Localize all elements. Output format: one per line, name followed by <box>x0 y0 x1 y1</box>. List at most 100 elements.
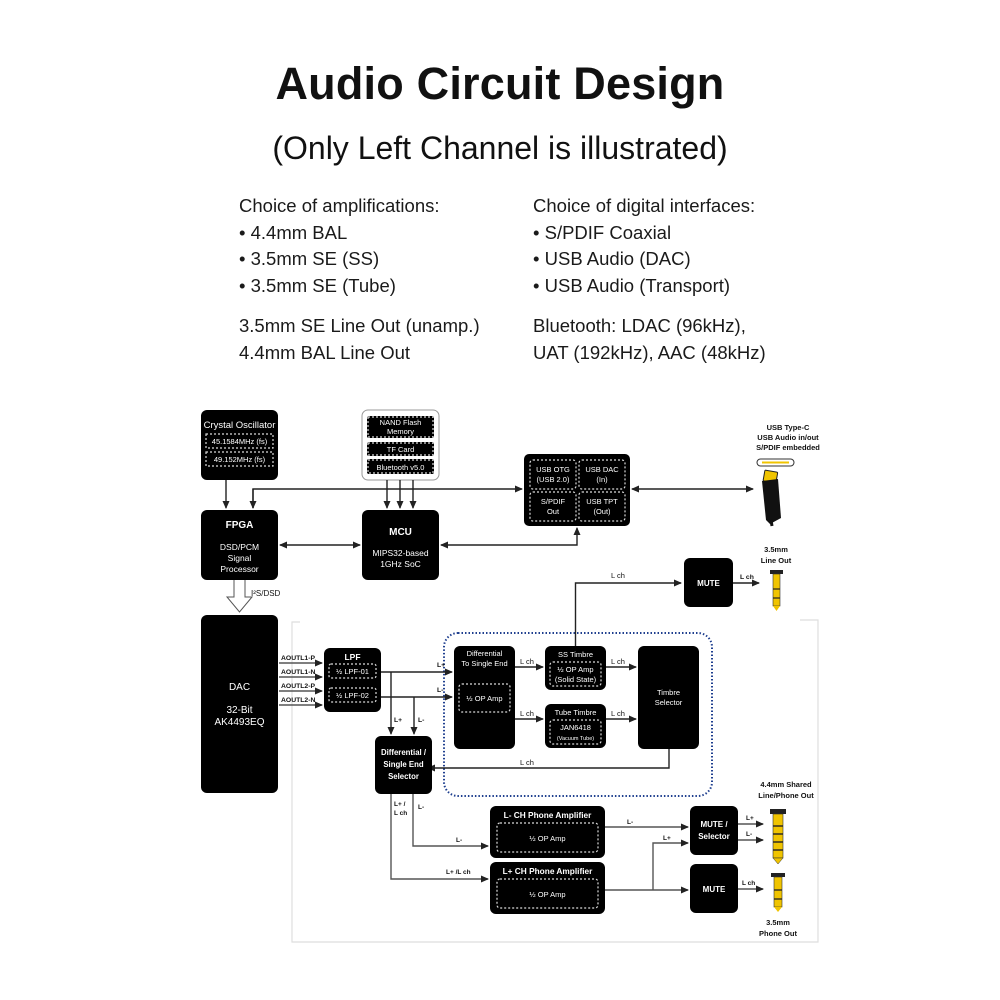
digital-interface-list: Choice of digital interfaces: • S/PDIF C… <box>533 193 766 366</box>
svg-text:DSD/PCM: DSD/PCM <box>220 542 259 552</box>
svg-text:MIPS32-based: MIPS32-based <box>372 548 428 558</box>
usb-tpt-label: USB TPT <box>586 497 618 506</box>
out-44-label: 4.4mm Shared <box>760 780 812 789</box>
svg-text:JAN6418: JAN6418 <box>560 723 591 732</box>
svg-text:L ch: L ch <box>740 574 754 581</box>
crystal-oscillator-block: Crystal Oscillator 45.1584MHz (fs) 49.15… <box>201 410 278 480</box>
page-title: Audio Circuit Design <box>275 58 725 109</box>
tf-card-label: TF Card <box>387 445 415 454</box>
usb-c-connector: USB Type-C USB Audio in/out S/PDIF embed… <box>756 423 820 527</box>
svg-text:L- CH Phone Amplifier: L- CH Phone Amplifier <box>504 810 593 820</box>
mute-phone-out-block: MUTE <box>690 864 738 913</box>
svg-text:L ch: L ch <box>611 709 625 718</box>
svg-text:AOUTL2-P: AOUTL2-P <box>281 683 315 690</box>
svg-text:Timbre: Timbre <box>657 688 680 697</box>
svg-text:L ch: L ch <box>611 571 625 580</box>
page-subtitle: (Only Left Channel is illustrated) <box>272 130 728 166</box>
mcu-title: MCU <box>389 527 412 538</box>
svg-text:AOUTL1-N: AOUTL1-N <box>281 669 315 676</box>
usb-otg-label: USB OTG <box>536 465 570 474</box>
svg-text:SS Timbre: SS Timbre <box>558 650 593 659</box>
svg-text:Line/Phone Out: Line/Phone Out <box>758 791 814 800</box>
svg-text:L ch: L ch <box>520 758 534 767</box>
svg-text:L-: L- <box>437 687 443 694</box>
svg-text:½ OP Amp: ½ OP Amp <box>557 665 593 674</box>
svg-text:Selector: Selector <box>698 832 730 841</box>
svg-text:Line Out: Line Out <box>761 556 792 565</box>
out-35-phone-label: 3.5mm <box>766 918 790 927</box>
svg-text:½ LPF-01: ½ LPF-01 <box>336 667 369 676</box>
tube-timbre-block: Tube Timbre JAN6418 (Vacuum Tube) <box>545 704 606 748</box>
svg-text:1GHz SoC: 1GHz SoC <box>380 559 421 569</box>
svg-text:AOUTL1-P: AOUTL1-P <box>281 655 315 662</box>
jack-44mm-balanced-icon <box>770 809 786 865</box>
dac-block: DAC 32-Bit AK4493EQ <box>201 615 278 793</box>
dac-title: DAC <box>229 682 250 693</box>
svg-text:S/PDIF embedded: S/PDIF embedded <box>756 443 820 452</box>
svg-text:½ LPF-02: ½ LPF-02 <box>336 691 369 700</box>
bluetooth-note: UAT (192kHz), AAC (48kHz) <box>533 341 766 363</box>
svg-text:L-: L- <box>746 831 752 838</box>
svg-text:½ OP Amp: ½ OP Amp <box>466 694 502 703</box>
amplification-list: Choice of amplifications: • 4.4mm BAL • … <box>239 193 480 366</box>
svg-text:To Single End: To Single End <box>461 659 507 668</box>
nand-flash-label: NAND Flash <box>380 418 422 427</box>
mute-selector-block: MUTE / Selector <box>690 806 738 855</box>
svg-text:(USB 2.0): (USB 2.0) <box>537 475 570 484</box>
usb-c-label: USB Type-C <box>767 423 810 432</box>
jack-35mm-phone-out-icon <box>771 873 785 912</box>
svg-text:32-Bit: 32-Bit <box>226 705 252 716</box>
svg-text:L-: L- <box>456 837 462 844</box>
svg-text:USB Audio in/out: USB Audio in/out <box>757 433 819 442</box>
timbre-section-frame <box>443 632 713 797</box>
svg-text:L+: L+ <box>746 815 754 822</box>
i2s-arrow-icon <box>225 580 254 613</box>
svg-text:MUTE: MUTE <box>697 579 720 588</box>
svg-text:Differential /: Differential / <box>381 748 427 757</box>
crystal-oscillator-title: Crystal Oscillator <box>204 420 276 431</box>
bluetooth-label: Bluetooth v5.0 <box>377 463 425 472</box>
svg-text:AK4493EQ: AK4493EQ <box>214 717 264 728</box>
lpf-block: LPF ½ LPF-01 ½ LPF-02 <box>324 648 381 712</box>
diff-single-end-selector-block: Differential / Single End Selector <box>375 736 432 794</box>
svg-text:L+ /: L+ / <box>394 801 406 808</box>
l-plus-phone-amplifier-block: L+ CH Phone Amplifier ½ OP Amp <box>490 862 605 914</box>
line-out-note: 4.4mm BAL Line Out <box>239 341 411 363</box>
amplification-item: • 4.4mm BAL <box>239 221 348 243</box>
svg-text:L+ /L ch: L+ /L ch <box>446 869 471 876</box>
svg-text:MUTE /: MUTE / <box>700 820 728 829</box>
spdif-out-label: S/PDIF <box>541 497 566 506</box>
svg-text:Processor: Processor <box>220 564 258 574</box>
line-out-note: 3.5mm SE Line Out (unamp.) <box>239 315 480 336</box>
bluetooth-note: Bluetooth: LDAC (96kHz), <box>533 315 746 336</box>
svg-text:AOUTL2-N: AOUTL2-N <box>281 697 315 704</box>
svg-text:L ch: L ch <box>611 657 625 666</box>
crystal-frequency-1: 45.1584MHz (fs) <box>212 437 268 446</box>
l-minus-phone-amplifier-block: L- CH Phone Amplifier ½ OP Amp <box>490 806 605 858</box>
svg-text:(Solid State): (Solid State) <box>555 675 597 684</box>
svg-text:L ch: L ch <box>742 880 755 887</box>
svg-text:L-: L- <box>418 804 424 811</box>
svg-text:Tube Timbre: Tube Timbre <box>555 708 597 717</box>
svg-text:Signal: Signal <box>228 553 252 563</box>
amplification-heading: Choice of amplifications: <box>239 195 440 216</box>
digital-interface-item: • USB Audio (Transport) <box>533 274 731 296</box>
amplification-item: • 3.5mm SE (Tube) <box>239 274 396 296</box>
usb-interface-block: USB OTG (USB 2.0) USB DAC (In) S/PDIF Ou… <box>524 454 630 526</box>
svg-text:L ch: L ch <box>520 709 534 718</box>
svg-text:Single End: Single End <box>383 760 424 769</box>
svg-text:(Out): (Out) <box>593 507 611 516</box>
i2s-dsd-label: I²S/DSD <box>251 589 281 598</box>
analog-section-frame <box>291 619 819 943</box>
dac-output-labels: AOUTL1-P AOUTL1-N AOUTL2-P AOUTL2-N <box>281 655 315 704</box>
lpf-title: LPF <box>344 652 360 662</box>
svg-text:L-: L- <box>418 717 424 724</box>
svg-text:Selector: Selector <box>388 772 419 781</box>
timbre-selector-block: Timbre Selector <box>638 646 699 749</box>
jack-35mm-line-out-icon <box>770 570 783 611</box>
svg-text:L+: L+ <box>394 717 402 724</box>
svg-text:½ OP Amp: ½ OP Amp <box>529 890 565 899</box>
diff-to-single-end-block: Differential To Single End ½ OP Amp <box>454 646 515 749</box>
svg-text:L-: L- <box>627 819 633 826</box>
